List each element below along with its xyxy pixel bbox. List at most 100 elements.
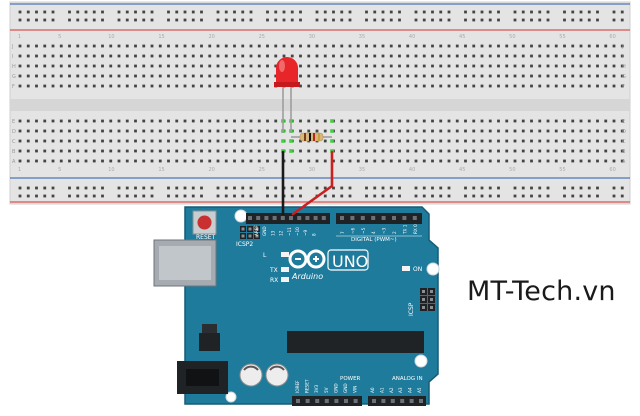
power-jack-inner xyxy=(186,369,219,386)
row-letter: I xyxy=(622,54,623,60)
column-label: 60 xyxy=(609,34,615,40)
digital-pin-label: ~3 xyxy=(382,227,387,234)
power-pin-label: 3V3 xyxy=(314,384,319,393)
reset-button[interactable] xyxy=(197,215,212,230)
column-label: 60 xyxy=(609,167,615,173)
row-letter: F xyxy=(12,84,15,90)
row-letter: A xyxy=(622,159,626,165)
rx-indicator xyxy=(281,277,289,282)
row-letter: H xyxy=(12,64,16,70)
column-label: 1 xyxy=(18,167,21,173)
breadboard-holes xyxy=(18,10,624,198)
tx-label: TX xyxy=(269,267,278,274)
analog-header xyxy=(368,396,426,406)
column-label: 5 xyxy=(58,34,61,40)
column-label: 20 xyxy=(208,34,214,40)
column-label: 45 xyxy=(459,167,465,173)
column-label: 55 xyxy=(559,167,565,173)
digital-header-pins xyxy=(248,216,417,220)
row-letter: D xyxy=(12,129,16,135)
digital-pin-label: 8 xyxy=(311,233,316,236)
digital-pin-label: AREF xyxy=(254,225,259,236)
column-label: 50 xyxy=(509,34,515,40)
column-label: 5 xyxy=(58,167,61,173)
resistor-band-2 xyxy=(309,133,311,141)
digital-pin-label: 13 xyxy=(270,230,275,236)
icsp2-label: ICSP2 xyxy=(236,241,253,248)
analog-pin-label: A3 xyxy=(398,387,403,393)
red-wire-pin13[interactable] xyxy=(291,150,334,216)
row-letter: I xyxy=(12,54,13,60)
watermark: MT-Tech.vn xyxy=(467,276,616,307)
digital-pin-label: ~5 xyxy=(361,227,366,234)
resistor[interactable] xyxy=(291,132,332,142)
row-letter: B xyxy=(12,149,16,155)
voltage-regulator xyxy=(199,333,220,351)
column-label: 30 xyxy=(309,167,315,173)
digital-pin-label: 7 xyxy=(340,231,345,234)
digital-pin-label: 2 xyxy=(392,231,397,234)
power-pin-label: VIN xyxy=(353,386,358,393)
digital-label: DIGITAL (PWM~) xyxy=(351,237,397,243)
analog-pin-label: A4 xyxy=(408,387,413,393)
analog-pin-label: A1 xyxy=(379,387,384,393)
column-label: 55 xyxy=(559,34,565,40)
on-indicator xyxy=(402,266,410,271)
icsp-header xyxy=(420,288,435,311)
analog-pin-label: A0 xyxy=(370,387,375,393)
analog-pin-label: A5 xyxy=(417,387,422,393)
tx-indicator xyxy=(281,267,289,272)
power-pin-label: RESET xyxy=(305,379,310,393)
led[interactable] xyxy=(274,57,300,133)
bottom-pin-labels: IOREF RESET 3V3 5V GND GND VIN A0 A1 A2 A3 A4 A5 xyxy=(295,379,422,393)
row-letter: B xyxy=(622,149,626,155)
column-label: 1 xyxy=(18,34,21,40)
row-letter: C xyxy=(622,139,626,145)
column-label: 45 xyxy=(459,34,465,40)
power-pin-label: IOREF xyxy=(295,380,300,393)
column-label: 15 xyxy=(158,167,164,173)
column-label: 35 xyxy=(359,34,365,40)
power-pin-label: GND xyxy=(343,383,348,393)
resistor-band-3 xyxy=(313,133,315,141)
digital-pin-label: 12 xyxy=(279,230,284,236)
mounting-hole-1 xyxy=(234,209,248,223)
led-dome xyxy=(276,57,298,86)
icsp-label: ICSP xyxy=(408,302,415,316)
resistor-band-1 xyxy=(304,133,306,141)
on-label: ON xyxy=(413,266,422,273)
row-letter: H xyxy=(622,64,626,70)
l-label: L xyxy=(263,252,267,259)
column-label: 35 xyxy=(359,167,365,173)
mounting-hole-4 xyxy=(225,391,237,403)
digital-pin-label: ~11 xyxy=(287,227,292,236)
digital-pin-label: GND xyxy=(262,226,267,236)
row-letter: F xyxy=(622,84,625,90)
l-indicator xyxy=(281,252,289,257)
power-pin-label: 5V xyxy=(324,387,329,393)
digital-pin-label: ~6 xyxy=(350,227,355,234)
icsp2-header xyxy=(240,226,260,239)
row-letter: G xyxy=(622,74,626,80)
column-label: 40 xyxy=(409,34,415,40)
digital-pin-label: RX 0 xyxy=(413,224,418,234)
column-label: 25 xyxy=(259,34,265,40)
row-letter: J xyxy=(621,44,623,50)
digital-pin-label: 4 xyxy=(371,231,376,234)
row-letter: E xyxy=(12,119,15,125)
uno-model: UNO xyxy=(332,252,368,271)
row-letter: E xyxy=(622,119,625,125)
row-letter: C xyxy=(12,139,16,145)
power-pin-label: GND xyxy=(333,383,338,393)
column-label: 15 xyxy=(158,34,164,40)
digital-pin-label: ~9 xyxy=(303,229,308,236)
analog-pin-label: A2 xyxy=(389,387,394,393)
row-letter: A xyxy=(12,159,16,165)
digital-pin-label: TX 1 xyxy=(402,224,407,235)
arduino-brand: Arduino xyxy=(291,272,323,281)
rx-label: RX xyxy=(270,277,278,284)
